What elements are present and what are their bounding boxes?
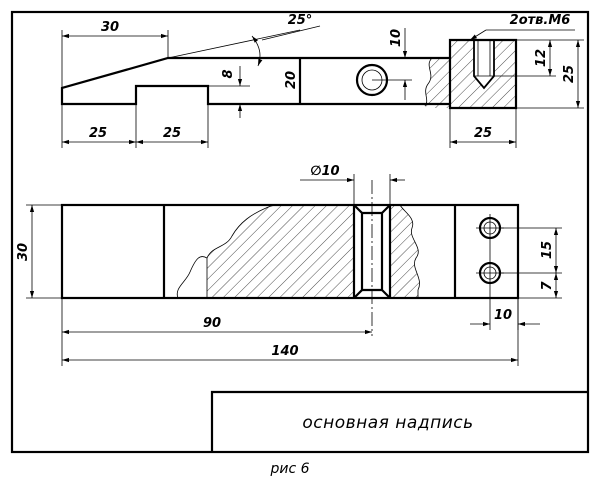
front-view-bore: [353, 204, 391, 299]
sheet-frame: [10, 10, 590, 454]
dim-30-top: 30: [101, 20, 119, 35]
figure-caption: рис 6: [269, 461, 309, 477]
top-view: 30 25° 25 25 8 20 10 2отв.М6 12: [60, 13, 584, 148]
dim-25-left: 25: [89, 126, 107, 141]
dim-140: 140: [271, 344, 298, 359]
dim-12: 12: [534, 49, 549, 67]
front-view-outline: [60, 203, 520, 300]
title-block-text: основная надпись: [302, 413, 473, 433]
dim-diameter: ∅10: [310, 164, 339, 179]
dim-7: 7: [540, 281, 555, 291]
thread-note: 2отв.М6: [510, 13, 571, 28]
dim-25-second: 25: [163, 126, 181, 141]
front-view: ∅10 30 90 140 15 7 10: [16, 164, 562, 366]
top-view-outline: [60, 38, 518, 110]
dim-10-top: 10: [389, 29, 404, 47]
dim-8: 8: [221, 69, 236, 78]
dim-25-bottom-right: 25: [474, 126, 492, 141]
title-block: основная надпись: [210, 390, 588, 452]
dim-90: 90: [203, 316, 221, 331]
dim-angle: 25°: [288, 13, 313, 28]
dim-20: 20: [284, 71, 299, 89]
top-view-thread-hole: [473, 39, 495, 90]
dim-25-right: 25: [562, 65, 577, 83]
dim-10-front: 10: [494, 308, 512, 323]
top-view-section-hatch: [425, 40, 516, 108]
dim-30-front: 30: [16, 243, 31, 261]
dim-15: 15: [540, 241, 555, 259]
